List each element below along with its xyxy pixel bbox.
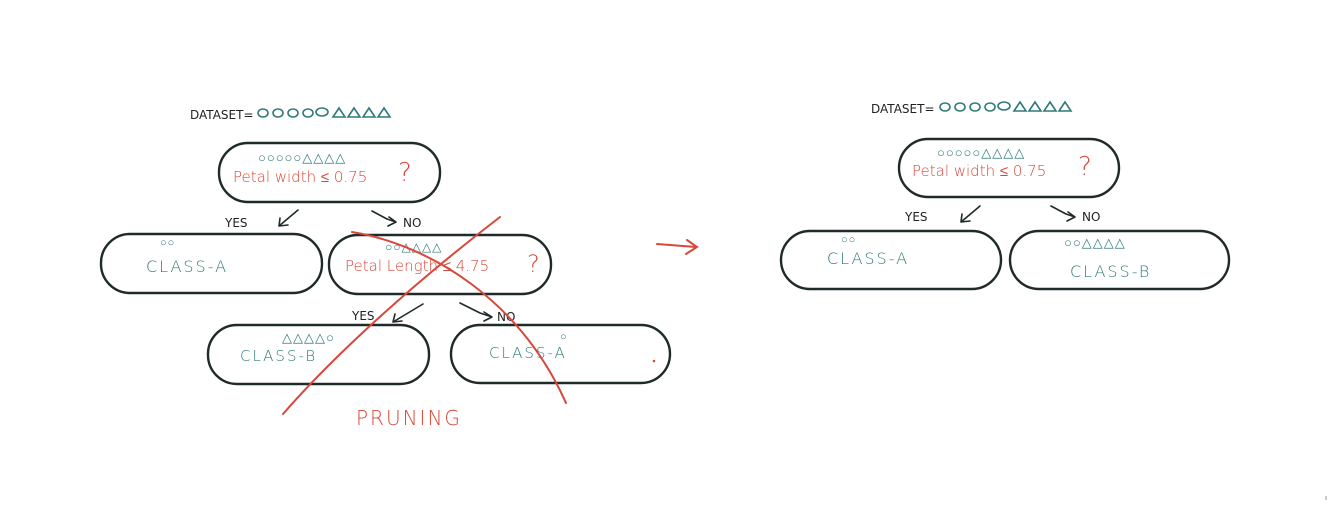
left-leaf-a2-label: CLASS-A	[489, 344, 567, 362]
left-edge-yes-2-label: YES	[351, 309, 375, 323]
left-edge-no-label: NO	[403, 216, 421, 230]
right-leaf-a-samples: ○○	[841, 233, 856, 246]
right-leaf-class-a-node	[779, 229, 1003, 291]
right-root-question: Petal width ≤ 0.75	[912, 162, 1046, 180]
left-leaf-a-label: CLASS-A	[146, 257, 228, 276]
right-leaf-a-label: CLASS-A	[827, 249, 909, 268]
transition-arrow	[656, 239, 699, 255]
right-yes-arrow	[960, 205, 981, 223]
left-yes-arrow	[278, 209, 299, 227]
right-dataset-label: DATASET=	[871, 102, 935, 116]
right-tree: DATASET= ○○○○○△△△△ Petal width ≤ 0.75 ? …	[779, 100, 1231, 291]
left-dataset-label: DATASET=	[190, 108, 254, 122]
left-internal-question-mark: ?	[527, 250, 540, 278]
left-no-arrow	[371, 210, 397, 227]
left-leaf-b-label: CLASS-B	[240, 347, 317, 365]
left-leaf-class-a-node	[99, 232, 324, 295]
right-edge-no-label: NO	[1082, 210, 1100, 224]
right-no-arrow	[1050, 205, 1076, 222]
left-root-question-mark: ?	[398, 158, 412, 188]
right-leaf-b-samples: ○○△△△△	[1064, 236, 1126, 251]
right-leaf-b-label: CLASS-B	[1070, 262, 1151, 281]
left-internal-question: Petal Length ≤ 4.75	[345, 257, 489, 275]
pruning-label: PRUNING	[356, 406, 462, 430]
left-no-2-arrow	[459, 302, 493, 322]
right-root-question-mark: ?	[1078, 152, 1092, 182]
pruning-cross-stroke-2	[351, 231, 567, 404]
right-dataset-samples	[939, 100, 1073, 112]
left-leaf-class-b-node	[206, 323, 431, 386]
left-yes-2-arrow	[392, 303, 424, 323]
stray-red-dot	[652, 359, 656, 363]
left-tree: DATASET= ○○○○○△△△△ Petal width ≤ 0.75 ? …	[99, 106, 672, 430]
left-leaf-a2-samples: ○	[560, 330, 567, 343]
left-root-node	[217, 141, 442, 204]
right-root-samples: ○○○○○△△△△	[937, 146, 1025, 161]
left-leaf-class-a2-node	[449, 323, 672, 385]
right-root-node	[897, 137, 1121, 199]
pruning-cross-stroke-1	[282, 216, 501, 415]
right-edge-yes-label: YES	[904, 210, 928, 224]
left-root-question: Petal width ≤ 0.75	[233, 168, 367, 186]
left-leaf-a-samples: ○○	[160, 236, 175, 249]
left-edge-yes-label: YES	[224, 216, 248, 230]
right-leaf-class-b-node	[1008, 229, 1231, 291]
left-dataset-samples	[257, 106, 392, 118]
left-root-samples: ○○○○○△△△△	[258, 151, 346, 166]
left-leaf-b-samples: △△△△○	[282, 331, 335, 346]
